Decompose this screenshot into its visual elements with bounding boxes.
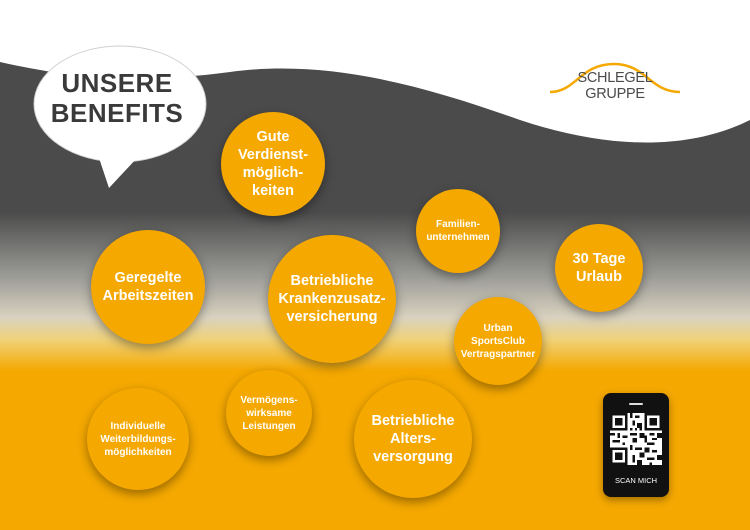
- benefit-label: Geregelte Arbeitszeiten: [102, 270, 194, 304]
- phone-speaker: [629, 403, 643, 405]
- benefit-krankenzusatzversicherung: Betriebliche Krankenzusatz- versicherung: [268, 235, 396, 363]
- benefit-label: Individuelle Weiterbildungs- möglichkeit…: [100, 420, 176, 458]
- benefit-label: Urban SportsClub Vertragspartner: [460, 322, 536, 360]
- headline: UNSERE BENEFITS: [42, 68, 192, 128]
- speech-bubble: [33, 45, 207, 188]
- headline-line-1: UNSERE: [61, 68, 173, 98]
- phone-qr-graphic: SCAN MICH: [603, 393, 669, 497]
- headline-line-2: BENEFITS: [50, 98, 184, 128]
- benefit-familienunternehmen: Familien- unternehmen: [416, 189, 500, 273]
- benefit-arbeitszeiten: Geregelte Arbeitszeiten: [91, 230, 205, 344]
- benefit-label: Gute Verdienst- möglich- keiten: [237, 129, 309, 199]
- benefit-label: Vermögens- wirksame Leistungen: [240, 394, 298, 432]
- benefit-altersversorgung: Betriebliche Alters- versorgung: [354, 380, 472, 498]
- benefit-vermoegenswirksame-leistungen: Vermögens- wirksame Leistungen: [226, 370, 312, 456]
- benefit-label: 30 Tage Urlaub: [572, 251, 626, 285]
- company-logo: SCHLEGEL GRUPPE: [577, 70, 653, 102]
- benefit-label: Betriebliche Alters- versorgung: [371, 413, 455, 465]
- benefit-label: Betriebliche Krankenzusatz- versicherung: [278, 273, 386, 325]
- benefit-weiterbildung: Individuelle Weiterbildungs- möglichkeit…: [87, 388, 189, 490]
- benefit-label: Familien- unternehmen: [426, 219, 490, 243]
- benefit-urlaub: 30 Tage Urlaub: [555, 224, 643, 312]
- benefit-verdienstmoeglichkeiten: Gute Verdienst- möglich- keiten: [221, 112, 325, 216]
- scan-label: SCAN MICH: [614, 476, 658, 485]
- qr-code[interactable]: [610, 413, 662, 465]
- logo-wave: [549, 62, 681, 94]
- benefit-urban-sportsclub: Urban SportsClub Vertragspartner: [454, 297, 542, 385]
